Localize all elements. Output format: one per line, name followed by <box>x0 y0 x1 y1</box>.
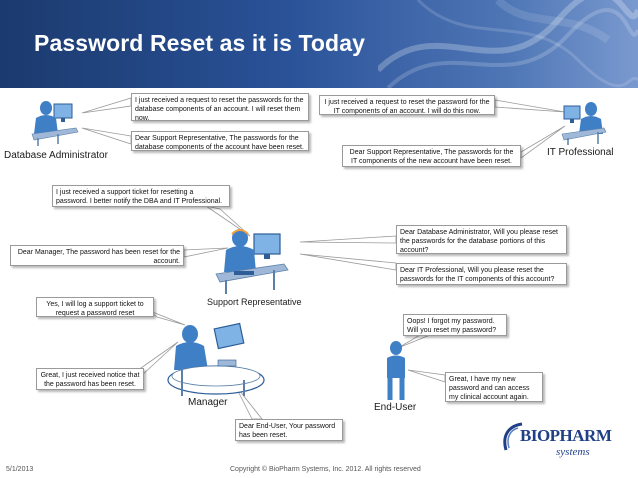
bubble-dba-received: I just received a request to reset the p… <box>131 93 309 122</box>
it-professional-person-icon <box>561 102 607 145</box>
bubble-manager-notice: Great, I just received notice that the p… <box>36 368 144 390</box>
footer-date: 5/1/2013 <box>6 466 34 473</box>
bubble-to-manager: Dear Manager, The password has been rese… <box>10 245 184 266</box>
pointer-dba-received <box>81 97 132 114</box>
role-label-enduser: End-User <box>374 402 417 413</box>
manager-person-icon <box>167 322 265 396</box>
bubble-it-received: I just received a request to reset the p… <box>319 95 495 115</box>
footer-copyright: Copyright © BioPharm Systems, Inc. 2012.… <box>230 466 421 473</box>
dna-swirl-decoration <box>378 0 638 88</box>
dba-person-icon <box>31 101 79 146</box>
end-user-person-icon <box>387 341 405 400</box>
role-label-support: Support Representative <box>207 297 302 307</box>
role-label-it: IT Professional <box>547 147 614 158</box>
slide-title: Password Reset as it is Today <box>34 30 365 56</box>
bubble-it-done: Dear Support Representative, The passwor… <box>342 145 521 167</box>
bubble-enduser-great: Great, I have my new password and can ac… <box>445 372 543 402</box>
logo-subtext: systems <box>556 446 590 458</box>
logo-wordmark: BIOPHARM <box>520 426 612 445</box>
pointer-dba-done <box>81 127 132 145</box>
bubble-to-dba: Dear Database Administrator, Will you pl… <box>396 225 567 254</box>
bubble-to-it: Dear IT Professional, Will you please re… <box>396 263 567 285</box>
pointer-it-received <box>494 99 566 113</box>
bubble-to-enduser: Dear End-User, Your password has been re… <box>235 419 343 441</box>
pointer-to-dba <box>299 235 397 244</box>
bubble-enduser-forgot: Oops! I forgot my password. Will you res… <box>403 314 507 336</box>
bubble-dba-done: Dear Support Representative, The passwor… <box>131 131 309 151</box>
role-label-dba: Database Administrator <box>4 150 108 161</box>
title-bar: Password Reset as it is Today <box>0 0 638 88</box>
bubble-support-ticket: I just received a support ticket for res… <box>52 185 230 207</box>
logo-swoosh-icon <box>503 422 523 451</box>
pointer-to-it <box>299 253 397 271</box>
support-rep-person-icon <box>215 229 289 294</box>
bubble-manager-ticket: Yes, I will log a support ticket to requ… <box>36 297 154 317</box>
role-label-manager: Manager <box>188 397 228 408</box>
biopharm-logo: BIOPHARM systems <box>500 418 612 468</box>
pointer-enduser-great <box>407 369 446 383</box>
